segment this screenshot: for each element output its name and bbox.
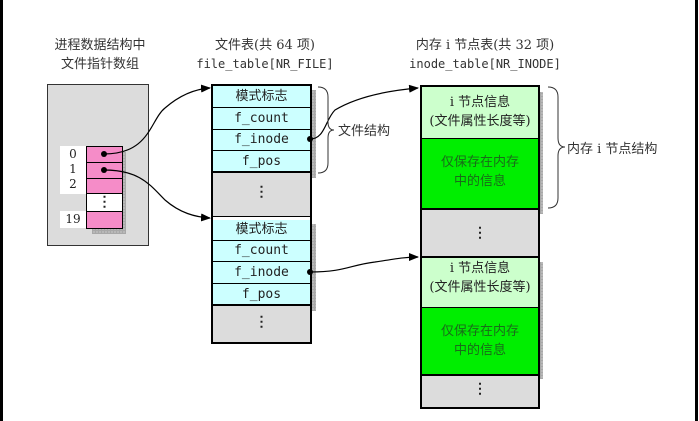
inode-struct-brace-label: 内存 i 节点结构 <box>567 142 658 157</box>
inode-table-title: 内存 i 节点表(共 32 项) inode_table[NR_INODE] <box>405 36 565 74</box>
inode-1-info-line2: (文件属性长度等) <box>429 114 531 129</box>
inode-struct-brace-icon <box>547 86 566 209</box>
ellipsis-icon: ⋮ <box>97 194 112 210</box>
index-column-top: 0 1 2 <box>60 146 86 194</box>
file-table-ellipsis-1: ⋮ <box>254 184 269 200</box>
proc-title-line2: 文件指针数组 <box>60 57 139 72</box>
inode-table-ellipsis-2: ⋮ <box>473 381 487 397</box>
inode-table-separator <box>422 256 538 258</box>
index-1: 1 <box>69 162 77 176</box>
inode-1-memory-only[interactable]: 仅保存在内存 中的信息 <box>422 139 538 210</box>
file-table-ellipsis-2: ⋮ <box>254 314 269 330</box>
pointer-cell-19[interactable] <box>86 211 123 229</box>
file-struct-brace-label: 文件结构 <box>338 124 391 139</box>
file-struct-1-field-f-count[interactable]: f_count <box>213 108 310 130</box>
file-table-title: 文件表(共 64 项) file_table[NR_FILE] <box>190 36 340 74</box>
inode-2-info[interactable]: i 节点信息 (文件属性长度等) <box>422 258 538 308</box>
file-struct-2-field-f-pos[interactable]: f_pos <box>213 284 310 306</box>
inode-2-info-line1: i 节点信息 <box>449 261 511 276</box>
inode-1-mem-line1: 仅保存在内存 <box>440 155 519 170</box>
inode-1-info[interactable]: i 节点信息 (文件属性长度等) <box>422 87 538 139</box>
index-19: 19 <box>65 212 81 226</box>
proc-array-title: 进程数据结构中 文件指针数组 <box>40 36 160 74</box>
file-struct-brace-icon <box>317 86 335 174</box>
index-column-bottom: 19 <box>60 211 86 228</box>
inode-table: i 节点信息 (文件属性长度等) 仅保存在内存 中的信息 ⋮ i 节点信息 (文… <box>420 85 540 409</box>
arrow-file1-to-inode-1 <box>309 84 419 140</box>
inode-table-title-line1: 内存 i 节点表(共 32 项) <box>415 38 555 53</box>
index-2: 2 <box>69 177 77 191</box>
inode-2-mem-line2: 中的信息 <box>453 343 506 358</box>
arrow-fd0-to-file-struct-1 <box>103 84 211 155</box>
file-struct-1-field-f-pos[interactable]: f_pos <box>213 151 310 173</box>
inode-1-mem-line2: 中的信息 <box>453 174 506 189</box>
file-struct-1-field-f-inode[interactable]: f_inode <box>213 130 310 151</box>
inode-2-mem-line1: 仅保存在内存 <box>440 324 519 339</box>
inode-1-info-line1: i 节点信息 <box>449 95 511 110</box>
file-struct-2-field-f-count[interactable]: f_count <box>213 241 310 262</box>
frame-left-border <box>0 0 3 421</box>
inode-2-info-line2: (文件属性长度等) <box>429 280 531 295</box>
file-table-title-line1: 文件表(共 64 项) <box>215 38 315 53</box>
file-struct-1-field-mode[interactable]: 模式标志 <box>213 86 310 108</box>
proc-title-line1: 进程数据结构中 <box>54 38 146 53</box>
arrow-fd1-to-file-struct-2 <box>103 169 211 222</box>
file-struct-2-field-f-inode[interactable]: f_inode <box>213 262 310 284</box>
file-table-title-line2: file_table[NR_FILE] <box>196 57 334 71</box>
frame-right-border <box>695 0 698 421</box>
inode-table-title-line2: inode_table[NR_INODE] <box>409 57 561 71</box>
file-struct-2-field-mode[interactable]: 模式标志 <box>213 220 310 241</box>
index-0: 0 <box>69 147 77 161</box>
inode-2-memory-only[interactable]: 仅保存在内存 中的信息 <box>422 308 538 376</box>
file-table: 模式标志 f_count f_inode f_pos ⋮ 模式标志 f_coun… <box>211 84 312 344</box>
arrow-file2-to-inode-2 <box>309 253 419 273</box>
inode-table-ellipsis-1: ⋮ <box>473 225 487 241</box>
